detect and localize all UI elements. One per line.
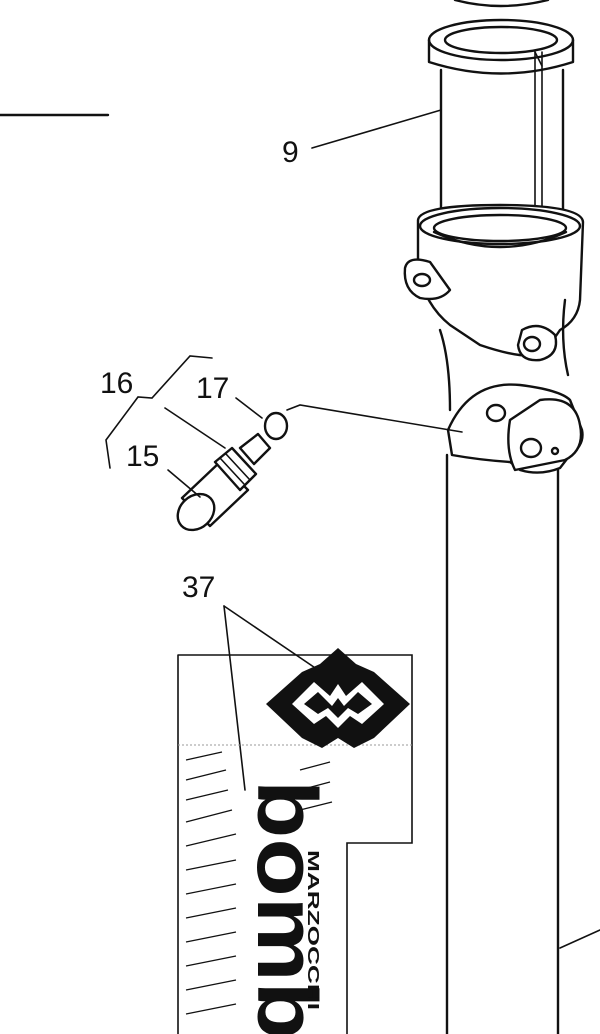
leader-line-16 (164, 407, 226, 449)
leader-line-9 (311, 109, 442, 149)
leader-line-37-b (223, 605, 246, 791)
leader-line-17 (235, 397, 263, 419)
callout-9: 9 (282, 136, 299, 169)
leader-line-bottom-right (559, 929, 600, 949)
marzocchi-m-logo (266, 648, 410, 748)
callout-16: 16 (100, 367, 133, 400)
fork-lower-leg (403, 203, 585, 1034)
top-ring-fragment (453, 0, 550, 8)
bleed-screw-part-15 (176, 432, 272, 532)
bracket-16 (105, 355, 213, 469)
leader-line-17-to-leg (286, 404, 463, 433)
leader-line-37-a (223, 605, 331, 679)
callout-37: 37 (182, 571, 215, 604)
o-ring-part-17 (263, 411, 289, 441)
callout-17: 17 (196, 372, 229, 405)
bomb-decal-lettering: bomb MARZOCCHI (240, 780, 334, 1034)
bomb-word: bomb (240, 780, 334, 1034)
marzocchi-word: MARZOCCHI (304, 850, 321, 1010)
leader-line-15 (167, 469, 201, 498)
bomb-decal-hatching (185, 751, 333, 1015)
callout-15: 15 (126, 440, 159, 473)
